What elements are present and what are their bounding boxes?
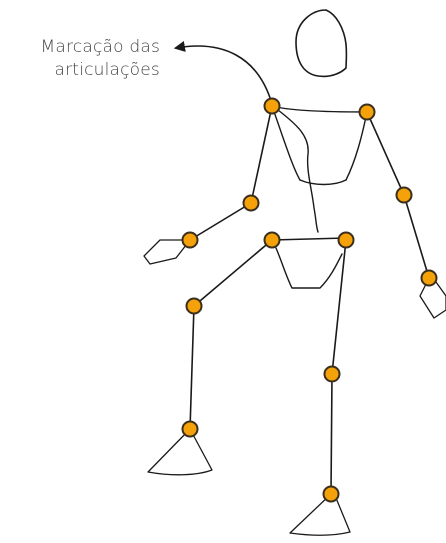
- joint-right-ankle: [324, 487, 339, 502]
- joint-markers: [183, 99, 437, 502]
- joint-right-shoulder: [360, 105, 375, 120]
- joint-left-elbow: [244, 196, 259, 211]
- annotation-label-line2: articulações: [54, 60, 160, 81]
- torso: [272, 106, 367, 232]
- left-foot: [148, 429, 212, 475]
- annotation-arrow: [176, 46, 272, 104]
- right-leg: [290, 240, 350, 535]
- joint-left-hip: [265, 233, 280, 248]
- joint-left-wrist: [183, 233, 198, 248]
- right-foot: [290, 494, 350, 535]
- head-outline: [296, 10, 346, 76]
- joint-right-wrist: [422, 271, 437, 286]
- hip-line: [272, 238, 346, 240]
- joint-left-ankle: [183, 422, 198, 437]
- pelvis: [276, 248, 342, 288]
- joint-right-knee: [325, 367, 340, 382]
- joint-left-shoulder: [265, 99, 280, 114]
- joint-right-hip: [339, 233, 354, 248]
- left-leg: [148, 240, 272, 475]
- joint-left-knee: [187, 299, 202, 314]
- right-arm: [367, 112, 446, 318]
- joint-right-elbow: [397, 188, 412, 203]
- annotation-label-line1: Marcação das: [41, 37, 161, 58]
- left-arm: [144, 106, 272, 264]
